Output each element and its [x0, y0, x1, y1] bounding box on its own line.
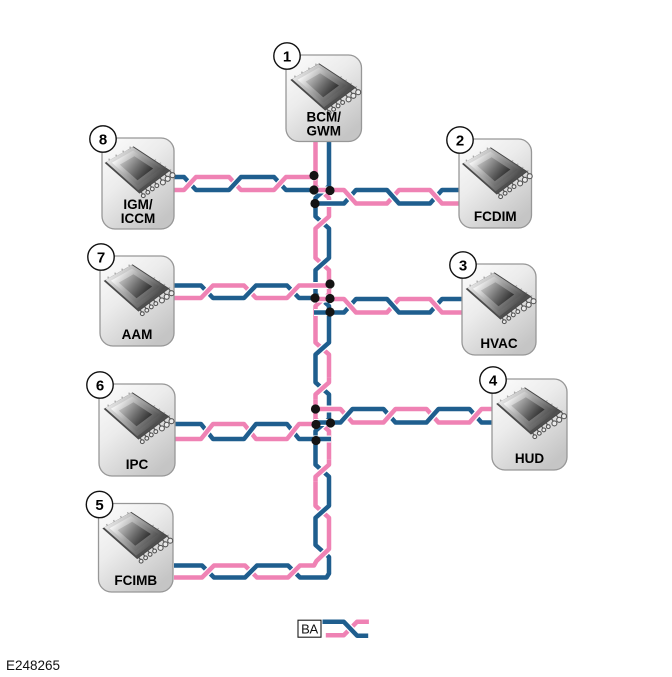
svg-text:ICCM: ICCM	[121, 211, 156, 226]
svg-text:AAM: AAM	[122, 327, 153, 342]
svg-text:HUD: HUD	[515, 451, 544, 466]
svg-text:HVAC: HVAC	[480, 336, 518, 351]
svg-text:2: 2	[456, 132, 464, 149]
svg-text:4: 4	[489, 372, 498, 389]
svg-text:IGM/: IGM/	[123, 197, 152, 212]
svg-text:E248265: E248265	[6, 658, 60, 672]
svg-text:BA: BA	[301, 622, 318, 637]
svg-text:BCM/: BCM/	[307, 110, 342, 125]
svg-text:GWM: GWM	[307, 124, 342, 139]
svg-text:6: 6	[96, 377, 104, 394]
svg-text:IPC: IPC	[126, 457, 149, 472]
svg-text:1: 1	[283, 48, 291, 65]
svg-text:5: 5	[95, 497, 103, 514]
svg-text:7: 7	[97, 249, 105, 266]
svg-text:FCDIM: FCDIM	[474, 209, 517, 224]
svg-text:FCIMB: FCIMB	[114, 573, 157, 588]
svg-text:8: 8	[99, 131, 107, 148]
svg-text:3: 3	[459, 257, 467, 274]
